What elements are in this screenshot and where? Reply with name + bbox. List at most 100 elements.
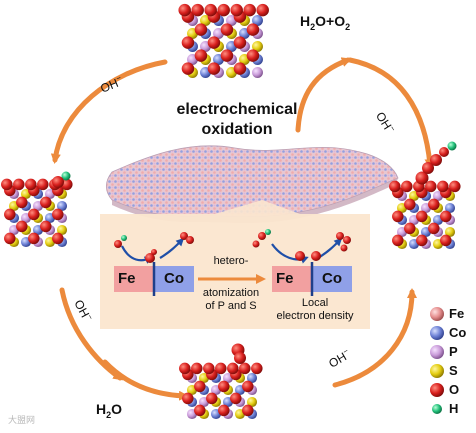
oxygen-atom xyxy=(422,162,434,174)
oxygen-atom xyxy=(389,180,401,193)
oxygen-atom xyxy=(207,36,221,49)
oxygen-atom xyxy=(28,232,40,245)
lattice-atom xyxy=(252,41,263,52)
oxygen-atom xyxy=(401,180,413,193)
left-co-block xyxy=(154,266,194,292)
oxygen-atom xyxy=(217,3,230,17)
arrow-right-up xyxy=(332,288,417,388)
cluster-right xyxy=(389,141,461,250)
oxygen-atom xyxy=(246,49,260,62)
cluster-top xyxy=(178,3,269,78)
oxygen-atom xyxy=(52,208,64,221)
oxygen-atom xyxy=(440,210,452,223)
oxygen-atom xyxy=(181,62,195,75)
oxygen-atom xyxy=(430,154,442,166)
oxygen-atom xyxy=(233,36,247,49)
oxygen-atom xyxy=(440,234,452,247)
arrow-bottom-mid xyxy=(102,359,189,401)
arrow-top-right xyxy=(295,57,352,133)
process-text-1: hetero- xyxy=(213,255,249,267)
oxygen-atom xyxy=(40,220,52,233)
oxygen-atom xyxy=(218,404,230,417)
oxygen-atom xyxy=(16,196,28,209)
oxygen-atom xyxy=(194,23,208,36)
oxygen-atom xyxy=(415,171,429,185)
oxygen-atom xyxy=(404,222,416,235)
lattice-atom xyxy=(246,396,258,408)
lattice-atom xyxy=(444,226,456,238)
cluster-bottom xyxy=(179,343,263,420)
oxygen-atom xyxy=(4,208,16,221)
cluster-left xyxy=(1,171,73,248)
legend-o-icon xyxy=(430,383,444,397)
legend-label-h: H xyxy=(449,401,459,416)
oxygen-atom xyxy=(416,234,428,247)
oxygen-atom xyxy=(449,180,461,193)
title-line-1: electrochemical xyxy=(176,101,298,118)
oxygen-atom xyxy=(416,210,428,223)
oxygen-atom xyxy=(425,180,437,193)
oxygen-atom xyxy=(439,147,449,157)
legend-label-co: Co xyxy=(449,325,467,340)
oxygen-atom xyxy=(1,178,13,191)
oxygen-atom xyxy=(191,3,204,17)
right-co-label: Co xyxy=(322,270,342,287)
right-co-block xyxy=(312,266,352,292)
process-text-3: of P and S xyxy=(205,300,257,312)
legend-p-icon xyxy=(430,345,444,359)
hydrogen-atom xyxy=(61,171,71,181)
oxygen-atom xyxy=(178,3,191,17)
cycle-arrows xyxy=(50,57,435,401)
oxygen-atom xyxy=(4,232,16,245)
hydrogen-atom xyxy=(447,141,457,151)
oxygen-atom xyxy=(242,404,254,417)
lattice-atom xyxy=(252,15,263,26)
oxygen-atom xyxy=(256,3,269,17)
inset-molecules xyxy=(114,229,351,263)
arrow-top-left xyxy=(50,59,168,164)
legend-co-icon xyxy=(430,326,444,340)
left-fe-label: Fe xyxy=(118,270,136,287)
oxygen-atom xyxy=(37,178,49,191)
right-fe-block xyxy=(272,266,312,292)
oxygen-atom xyxy=(246,23,260,36)
oxygen-atom xyxy=(251,362,263,375)
oxygen-atom xyxy=(191,362,203,375)
oxygen-atom xyxy=(194,404,206,417)
lattice-atom xyxy=(444,202,456,214)
watermark: 大盟网 xyxy=(8,415,36,425)
legend-h-icon xyxy=(432,404,442,414)
oxygen-atom xyxy=(242,380,254,393)
oxygen-atom xyxy=(182,392,194,405)
oxygen-atom xyxy=(392,210,404,223)
legend-s-icon xyxy=(430,364,444,378)
caption-line-2: electron density xyxy=(276,310,354,322)
legend-label-o: O xyxy=(449,382,460,397)
left-fe-block xyxy=(114,266,154,292)
oxygen-atom xyxy=(230,3,243,17)
oxygen-atom xyxy=(207,62,221,75)
oxygen-atom xyxy=(234,352,246,364)
oxygen-atom xyxy=(16,220,28,233)
left-co-label: Co xyxy=(164,270,184,287)
oxygen-atom xyxy=(437,180,449,193)
legend-label-fe: Fe xyxy=(449,306,465,321)
oxygen-atom xyxy=(194,49,208,62)
inset-pointer xyxy=(215,200,300,214)
oxygen-atom xyxy=(25,178,37,191)
arrow-right-curve xyxy=(347,57,435,169)
oxygen-atom xyxy=(220,49,234,62)
oxygen-atom xyxy=(40,196,52,209)
oxygen-atom xyxy=(52,232,64,245)
lattice-atom xyxy=(56,200,68,212)
oxygen-atom xyxy=(52,176,64,188)
legend-label-p: P xyxy=(449,344,458,359)
title-line-2: oxidation xyxy=(201,121,273,138)
oxygen-atom xyxy=(239,362,251,375)
oxygen-atom xyxy=(179,362,191,375)
legend-fe-icon xyxy=(430,307,444,321)
oxygen-atom xyxy=(206,392,218,405)
oxygen-atom xyxy=(218,380,230,393)
